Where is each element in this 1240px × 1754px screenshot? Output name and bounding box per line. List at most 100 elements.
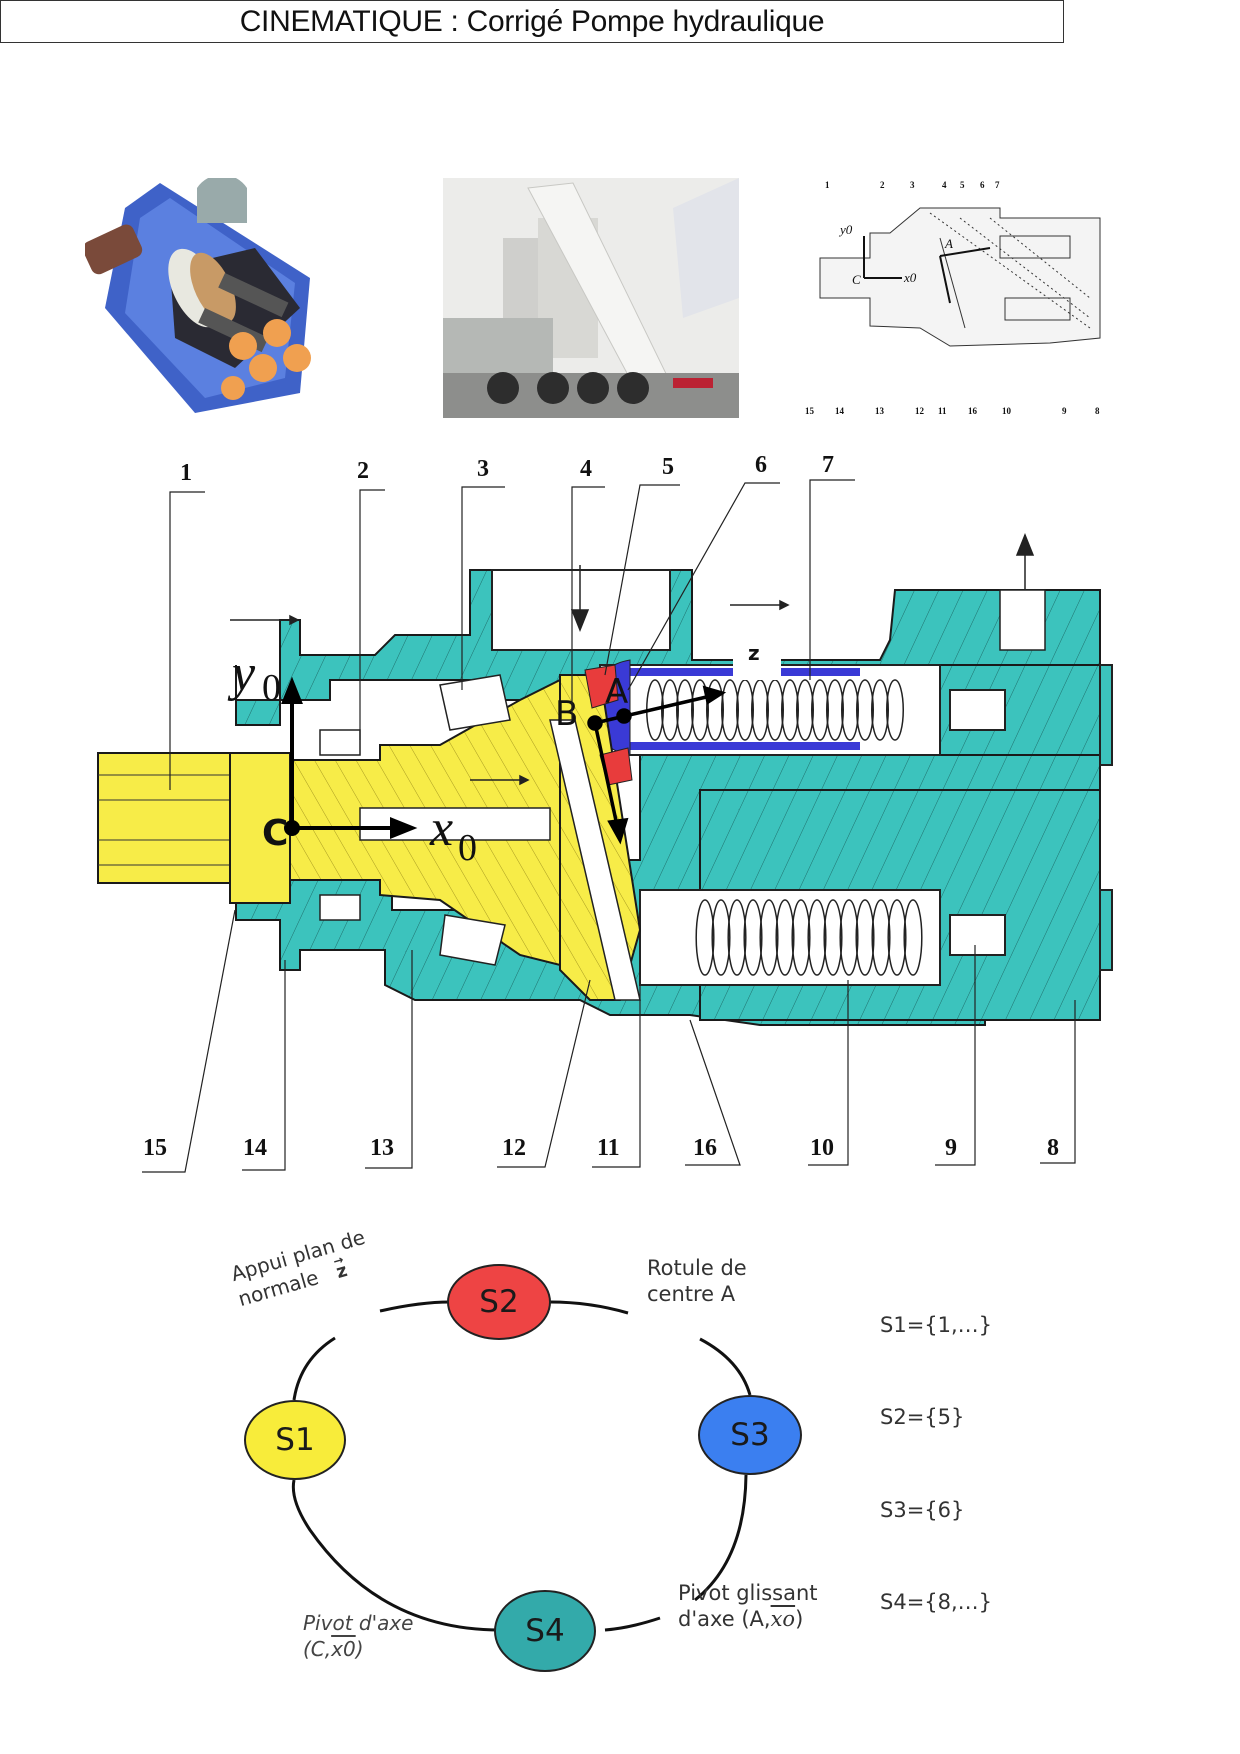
point-c-label: C [262, 813, 288, 854]
bearing-3-top [439, 674, 511, 731]
spring-coil [807, 899, 827, 976]
link-s3-s4-vector: xo [770, 1607, 796, 1631]
spring-coil [775, 899, 795, 976]
pump-cutaway-3d [85, 178, 320, 413]
small-label-4: 4 [942, 180, 947, 190]
part-label-14: 14 [243, 1135, 267, 1161]
link-label-s2-s3: Rotule de centre A [647, 1255, 747, 1307]
node-s3: S3 [698, 1395, 802, 1475]
link-line-s3-s4 [694, 1474, 748, 1602]
small-label-11: 11 [938, 406, 947, 416]
part-label-2: 2 [357, 458, 369, 484]
spring-coil [791, 899, 811, 976]
small-label-5: 5 [960, 180, 965, 190]
kinematic-graph-links [291, 1300, 752, 1632]
link-line-s4-s3-left [604, 1616, 661, 1632]
node-s1-label: S1 [275, 1422, 315, 1458]
plug-top [949, 689, 1006, 731]
definition-s1: S1={1,…} [880, 1313, 993, 1337]
link-s3-s4-line2: d'axe (A, [678, 1607, 771, 1631]
part-label-3: 3 [477, 456, 489, 482]
part-label-10: 10 [810, 1135, 834, 1161]
definition-s4: S4={8,…} [880, 1590, 993, 1614]
link-s3-s4-close: ) [795, 1607, 804, 1631]
spring-coil [695, 899, 715, 976]
spring-chamber-bottom [639, 889, 941, 986]
main-section-drawing: y 0 x 0 C B A z 1 2 3 4 5 6 7 [97, 452, 1113, 1173]
bearing-2-top [319, 729, 361, 756]
spring-coil [826, 679, 844, 741]
point-b-label: B [555, 694, 578, 734]
valve-9 [949, 914, 1006, 956]
bearing-2-bottom [319, 894, 361, 921]
small-axis-x: x0 [903, 270, 917, 285]
node-s1: S1 [244, 1400, 346, 1480]
small-label-13: 13 [875, 406, 885, 416]
shoe-5-top [584, 664, 619, 709]
link-s4-s1-vector: x0 [331, 1637, 356, 1661]
z-vector-label: z [748, 641, 760, 665]
part-label-16: 16 [693, 1135, 717, 1161]
spring-coil [721, 679, 739, 741]
bearing-3-bottom [439, 914, 506, 966]
small-axis-y: y0 [838, 222, 853, 237]
link-s2-s3-line1: Rotule de [647, 1256, 747, 1280]
link-label-s3-s4: Pivot glissant d'axe (A,xo) [678, 1580, 818, 1632]
part-label-12: 12 [502, 1135, 526, 1161]
leader-lines [142, 479, 1076, 1173]
flow-arrows [230, 532, 1035, 786]
link-s4-s1-line1: Pivot d'axe [303, 1611, 414, 1635]
part-label-15: 15 [143, 1135, 167, 1161]
pump-cutaway-illustration [85, 178, 311, 413]
node-s4: S4 [494, 1590, 596, 1672]
link-line-s2-s3-right [699, 1337, 752, 1396]
spring-coil [823, 899, 843, 976]
pump-section-small: 1 2 3 4 5 6 7 15 14 13 12 11 16 10 9 8 y… [790, 178, 1120, 418]
small-label-1: 1 [825, 180, 830, 190]
link-line-s2-s3-left [549, 1300, 629, 1315]
spring-coil [841, 679, 859, 741]
spring-coil [886, 679, 904, 741]
spring-coil [887, 899, 907, 976]
small-label-6: 6 [980, 180, 985, 190]
spring-coil [856, 679, 874, 741]
page-title: CINEMATIQUE : Corrigé Pompe hydraulique [239, 4, 825, 38]
link-s4-s1-line2: (C, [303, 1637, 332, 1661]
dump-truck-illustration [443, 178, 739, 418]
small-label-12: 12 [915, 406, 925, 416]
spring-coil [691, 679, 709, 741]
link-line-s1-s2-left [292, 1336, 336, 1401]
link-s3-s4-line1: Pivot glissant [678, 1581, 818, 1605]
small-label-7: 7 [995, 180, 1000, 190]
shaft-bore [359, 807, 551, 841]
point-a-label: A [605, 672, 628, 712]
spring-coil [743, 899, 763, 976]
part-label-9: 9 [945, 1135, 957, 1161]
link-s2-s3-line2: centre A [647, 1282, 736, 1306]
link-label-s4-s1: Pivot d'axe (C,x0) [303, 1610, 413, 1662]
link-line-s1-s2-right [379, 1300, 451, 1313]
axis-y-subscript: 0 [262, 667, 281, 709]
node-s2-label: S2 [479, 1284, 519, 1320]
spring-coil [811, 679, 829, 741]
node-s4-label: S4 [525, 1613, 565, 1649]
axis-x-subscript: 0 [458, 827, 477, 869]
small-label-9: 9 [1062, 406, 1067, 416]
spring-coil [781, 679, 799, 741]
spring-coil [706, 679, 724, 741]
part-label-5: 5 [662, 454, 674, 480]
part-label-13: 13 [370, 1135, 394, 1161]
small-label-16: 16 [968, 406, 978, 416]
axis-x-label: x [429, 800, 453, 857]
z-label-box [733, 632, 781, 680]
small-label-14: 14 [835, 406, 845, 416]
part-label-11: 11 [597, 1135, 620, 1161]
spring-coil [676, 679, 694, 741]
spring-coil [903, 899, 923, 976]
small-label-15: 15 [805, 406, 815, 416]
dump-truck-photo [443, 178, 739, 418]
part-label-4: 4 [580, 456, 592, 482]
spring-coil [759, 899, 779, 976]
node-s3-label: S3 [730, 1417, 770, 1453]
spring-coil [871, 679, 889, 741]
